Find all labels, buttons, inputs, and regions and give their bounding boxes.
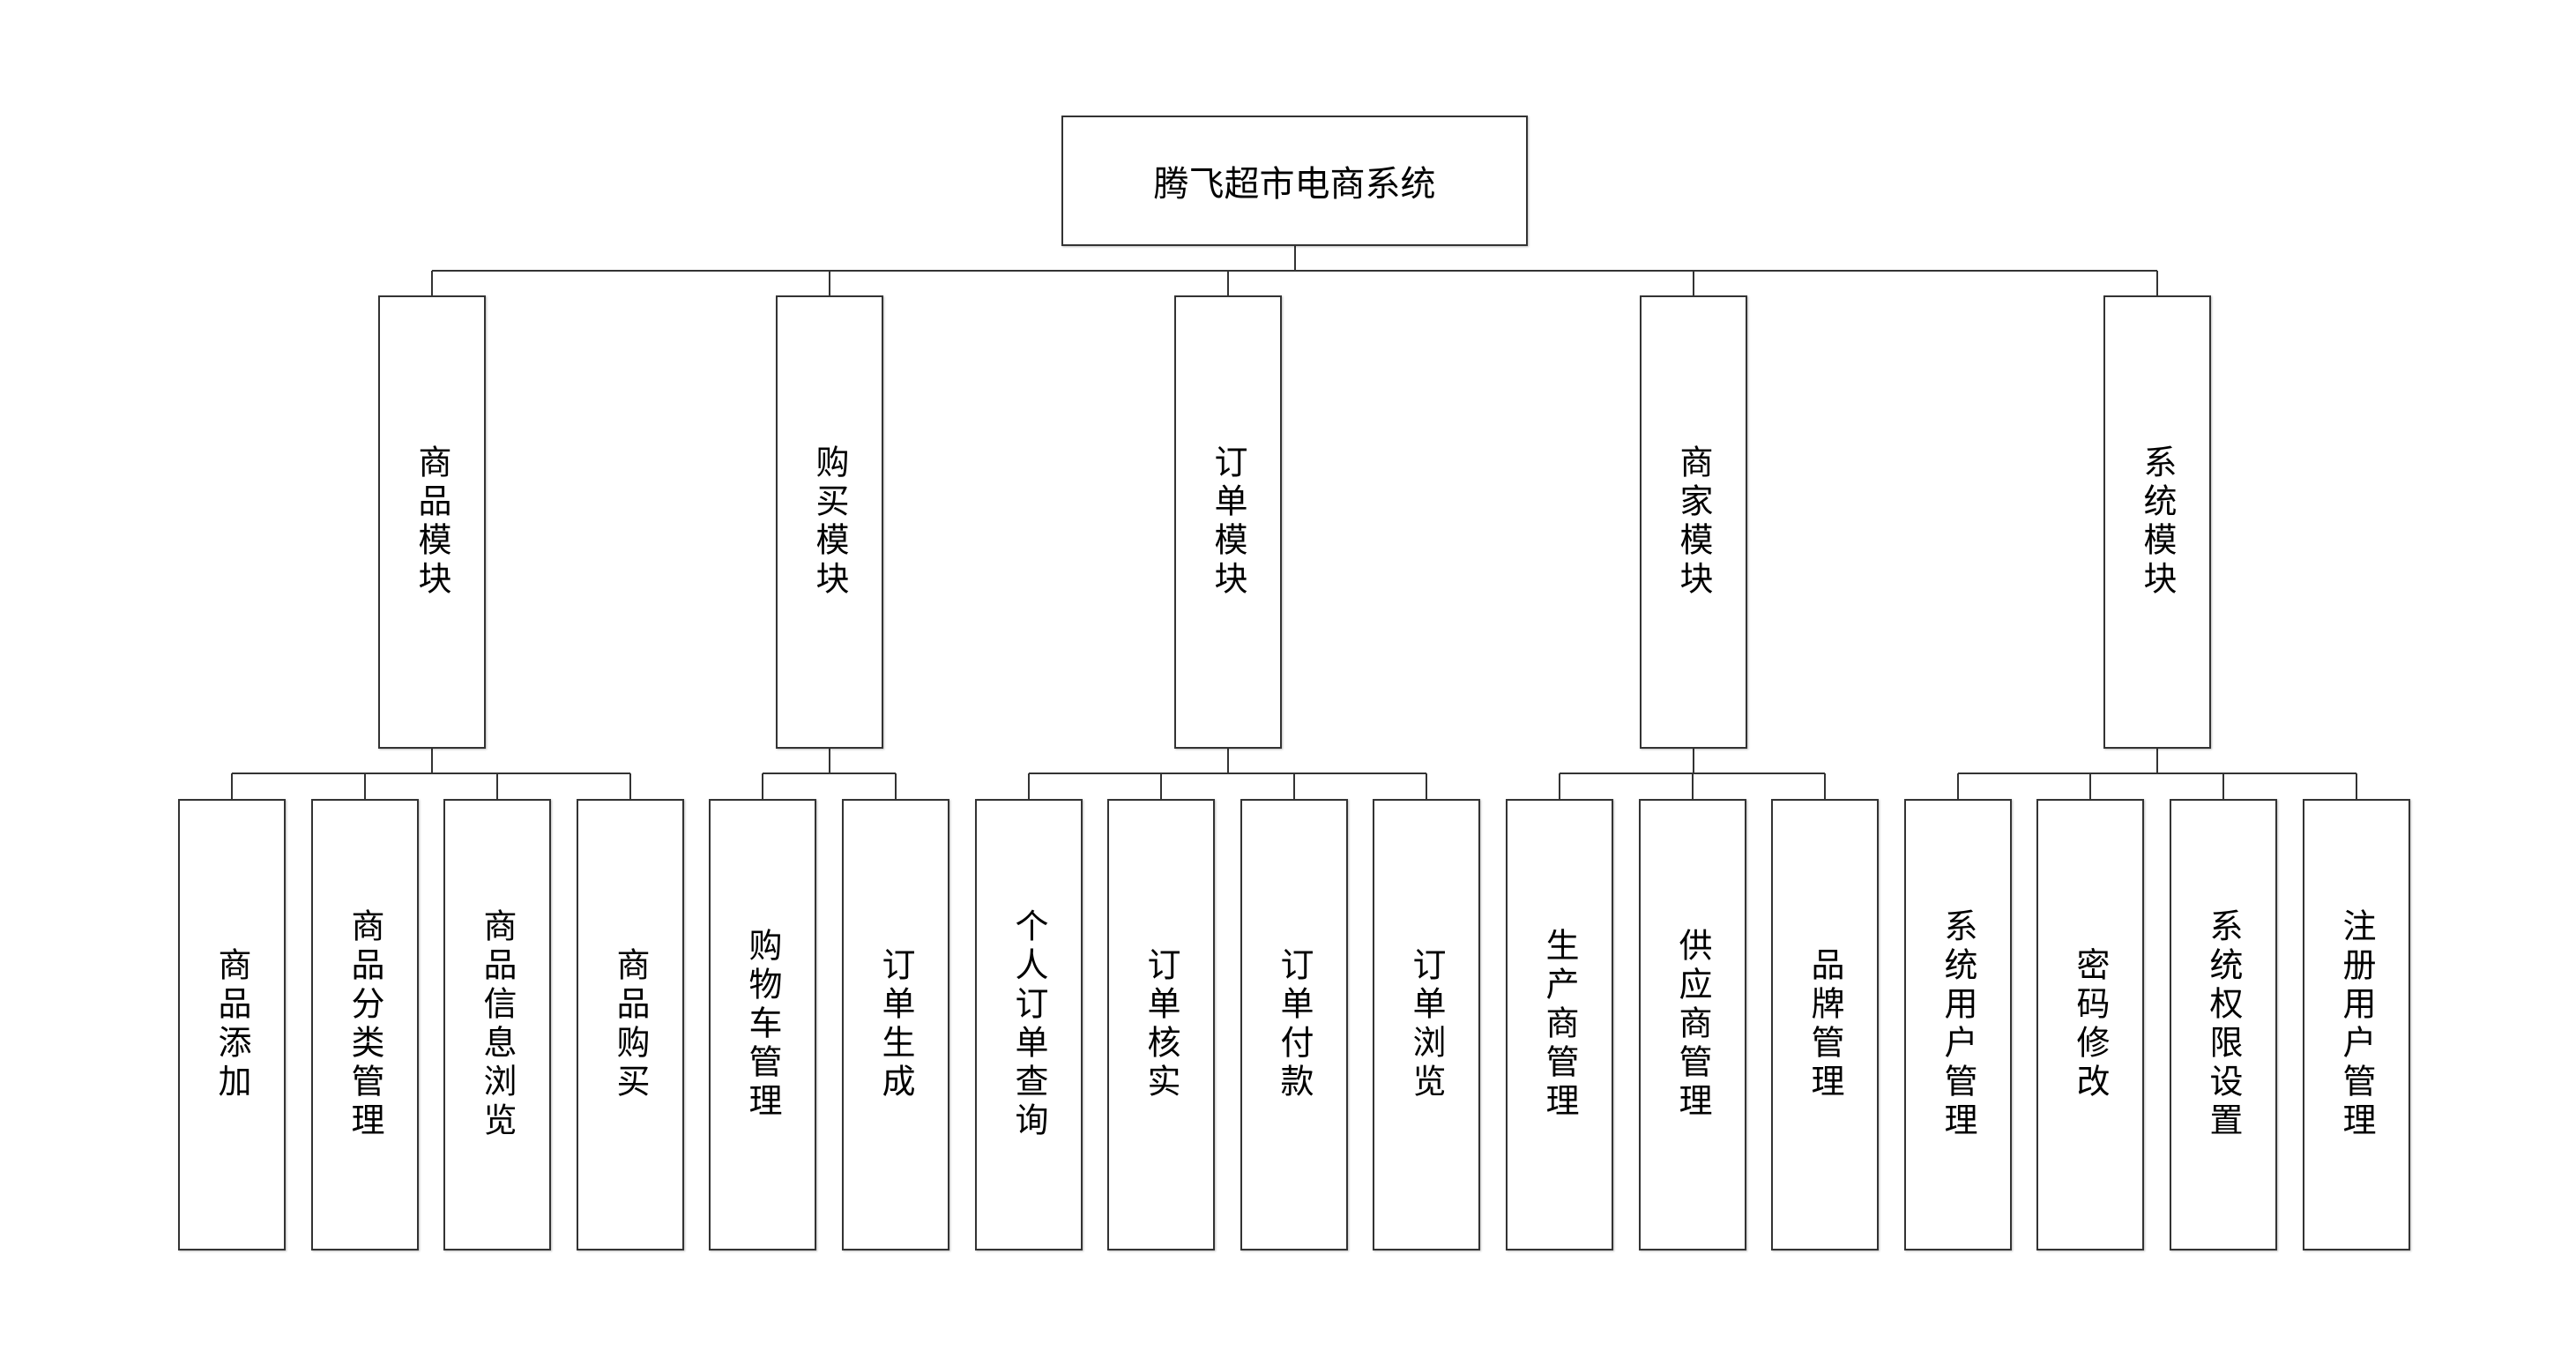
- leaf-node: 密码修改: [2036, 799, 2144, 1250]
- leaf-node-label: 供应商管理: [1673, 928, 1712, 1122]
- root-node: 腾飞超市电商系统: [1061, 116, 1528, 246]
- module-node-5: 系统模块: [2103, 295, 2211, 749]
- leaf-node: 商品购买: [577, 799, 684, 1250]
- leaf-node-label: 商品购买: [611, 947, 650, 1102]
- leaf-node: 商品分类管理: [311, 799, 419, 1250]
- leaf-node: 品牌管理: [1771, 799, 1879, 1250]
- leaf-node-label: 注册用户管理: [2337, 908, 2376, 1141]
- leaf-node: 个人订单查询: [975, 799, 1083, 1250]
- leaf-node: 购物车管理: [709, 799, 816, 1250]
- leaf-node-label: 生产商管理: [1540, 928, 1579, 1122]
- leaf-node: 生产商管理: [1506, 799, 1613, 1250]
- leaf-node-label: 商品添加: [212, 947, 251, 1102]
- module-node-4: 商家模块: [1640, 295, 1747, 749]
- leaf-node: 订单核实: [1107, 799, 1215, 1250]
- leaf-node-label: 订单付款: [1275, 947, 1314, 1102]
- module-node-1-label: 商品模块: [413, 444, 451, 600]
- leaf-node: 系统权限设置: [2170, 799, 2277, 1250]
- leaf-node-label: 品牌管理: [1805, 947, 1844, 1102]
- module-node-3-label: 订单模块: [1209, 444, 1247, 600]
- leaf-node: 系统用户管理: [1904, 799, 2012, 1250]
- leaf-node-label: 商品信息浏览: [478, 908, 517, 1141]
- module-node-2: 购买模块: [776, 295, 883, 749]
- leaf-node: 供应商管理: [1639, 799, 1746, 1250]
- leaf-node: 商品添加: [178, 799, 286, 1250]
- module-node-2-label: 购买模块: [810, 444, 849, 600]
- leaf-node: 订单浏览: [1373, 799, 1480, 1250]
- module-node-1: 商品模块: [378, 295, 486, 749]
- module-node-5-label: 系统模块: [2138, 444, 2177, 600]
- leaf-node-label: 个人订单查询: [1009, 908, 1048, 1141]
- leaf-node-label: 订单浏览: [1407, 947, 1446, 1102]
- leaf-node-label: 购物车管理: [743, 928, 782, 1122]
- leaf-node-label: 订单核实: [1142, 947, 1180, 1102]
- leaf-node-label: 系统用户管理: [1939, 908, 1977, 1141]
- leaf-node-label: 系统权限设置: [2204, 908, 2243, 1141]
- leaf-node-label: 订单生成: [876, 947, 915, 1102]
- leaf-node: 订单生成: [842, 799, 949, 1250]
- leaf-node-label: 密码修改: [2071, 947, 2110, 1102]
- leaf-node: 注册用户管理: [2303, 799, 2410, 1250]
- module-node-3: 订单模块: [1174, 295, 1282, 749]
- module-node-4-label: 商家模块: [1674, 444, 1713, 600]
- root-label: 腾飞超市电商系统: [1153, 164, 1436, 205]
- leaf-node-label: 商品分类管理: [346, 908, 384, 1141]
- leaf-node: 订单付款: [1240, 799, 1348, 1250]
- leaf-node: 商品信息浏览: [443, 799, 551, 1250]
